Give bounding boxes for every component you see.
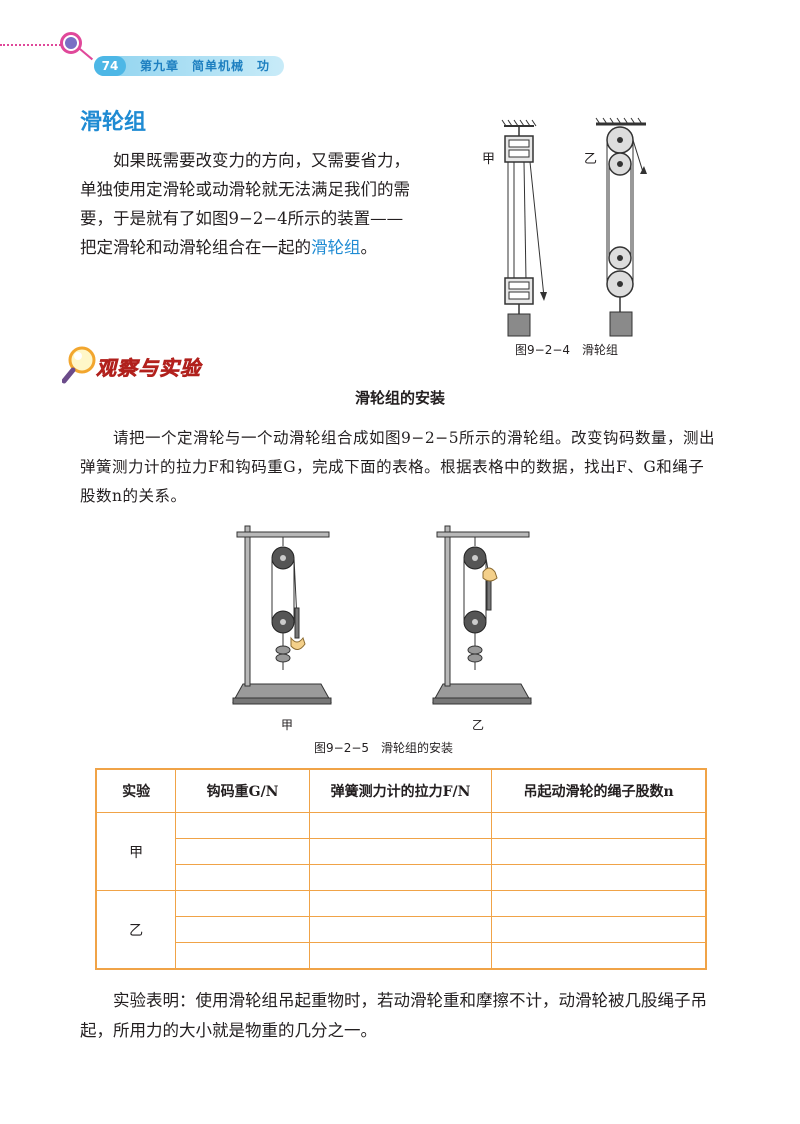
table-cell[interactable] <box>491 942 707 970</box>
table-header: 实验 <box>95 768 177 813</box>
fig925-caption: 图9−2−5 滑轮组的安装 <box>314 741 454 755</box>
fig925-label-b: 乙 <box>472 718 485 732</box>
page-number: 74 <box>94 56 126 76</box>
fig924-label-b: 乙 <box>584 152 598 167</box>
table-header: 钩码重G/N <box>175 768 310 813</box>
table-header-row: 实验 钩码重G/N 弹簧测力计的拉力F/N 吊起动滑轮的绳子股数n <box>95 768 707 813</box>
table-header: 弹簧测力计的拉力F/N <box>308 768 493 813</box>
section-title: 滑轮组 <box>80 110 147 135</box>
table-cell[interactable] <box>491 890 707 917</box>
stand-b <box>432 525 532 705</box>
table-cell[interactable] <box>308 916 493 943</box>
table-cell[interactable] <box>491 838 707 865</box>
intro-paragraph: 如果既需要改变力的方向，又需要省力，单独使用定滑轮或动滑轮就无法满足我们的需要，… <box>80 146 410 262</box>
table-row <box>96 864 707 891</box>
table-cell[interactable] <box>175 890 310 917</box>
table-cell[interactable] <box>175 864 310 891</box>
table-cell[interactable] <box>491 916 707 943</box>
fig924-caption: 图9−2−4 滑轮组 <box>515 343 619 357</box>
table-row <box>96 916 707 943</box>
table-cell[interactable] <box>491 864 707 891</box>
table-cell[interactable] <box>175 838 310 865</box>
table-cell[interactable] <box>308 890 493 917</box>
figure-9-2-5 <box>232 525 532 705</box>
pulley-system-a <box>501 119 547 337</box>
table-cell[interactable] <box>308 838 493 865</box>
header-ring-center <box>65 37 77 49</box>
table-group-label: 乙 <box>95 890 177 970</box>
fig925-label-a: 甲 <box>281 718 294 732</box>
table-row: 乙 <box>95 890 707 970</box>
table-group-label: 甲 <box>95 812 177 891</box>
conclusion-paragraph: 实验表明：使用滑轮组吊起重物时，若动滑轮重和摩擦不计，动滑轮被几股绳子吊起，所用… <box>80 991 707 1040</box>
experiment-text: 请把一个定滑轮与一个动滑轮组合成如图9−2−5所示的滑轮组。改变钩码数量，测出弹… <box>80 429 716 505</box>
pulley-system-b <box>595 117 647 337</box>
table-row <box>96 838 707 865</box>
table-cell[interactable] <box>491 812 707 839</box>
table-row: 甲 <box>95 812 707 891</box>
fig924-label-a: 甲 <box>482 152 496 167</box>
table-row <box>96 942 707 970</box>
experiment-table: 实验 钩码重G/N 弹簧测力计的拉力F/N 吊起动滑轮的绳子股数n 甲 乙 <box>95 768 707 970</box>
intro-text: 如果既需要改变力的方向，又需要省力，单独使用定滑轮或动滑轮就无法满足我们的需要，… <box>80 151 410 257</box>
header-bar <box>94 56 284 76</box>
intro-end: 。 <box>360 238 378 257</box>
table-header: 吊起动滑轮的绳子股数n <box>491 768 707 813</box>
table-cell[interactable] <box>308 812 493 839</box>
table-cell[interactable] <box>175 942 310 970</box>
table-cell[interactable] <box>175 812 310 839</box>
intro-keyword: 滑轮组 <box>311 238 361 257</box>
observe-experiment-banner <box>62 346 96 384</box>
header-dotted-line <box>0 44 64 46</box>
observe-banner-text: 观察与实验 <box>96 356 201 381</box>
table-cell[interactable] <box>175 916 310 943</box>
experiment-title: 滑轮组的安装 <box>354 389 445 407</box>
chapter-title: 第九章 简单机械 功 <box>140 59 271 73</box>
figure-9-2-4 <box>501 117 647 337</box>
table-cell[interactable] <box>308 942 493 970</box>
table-cell[interactable] <box>308 864 493 891</box>
stand-a <box>232 525 332 705</box>
